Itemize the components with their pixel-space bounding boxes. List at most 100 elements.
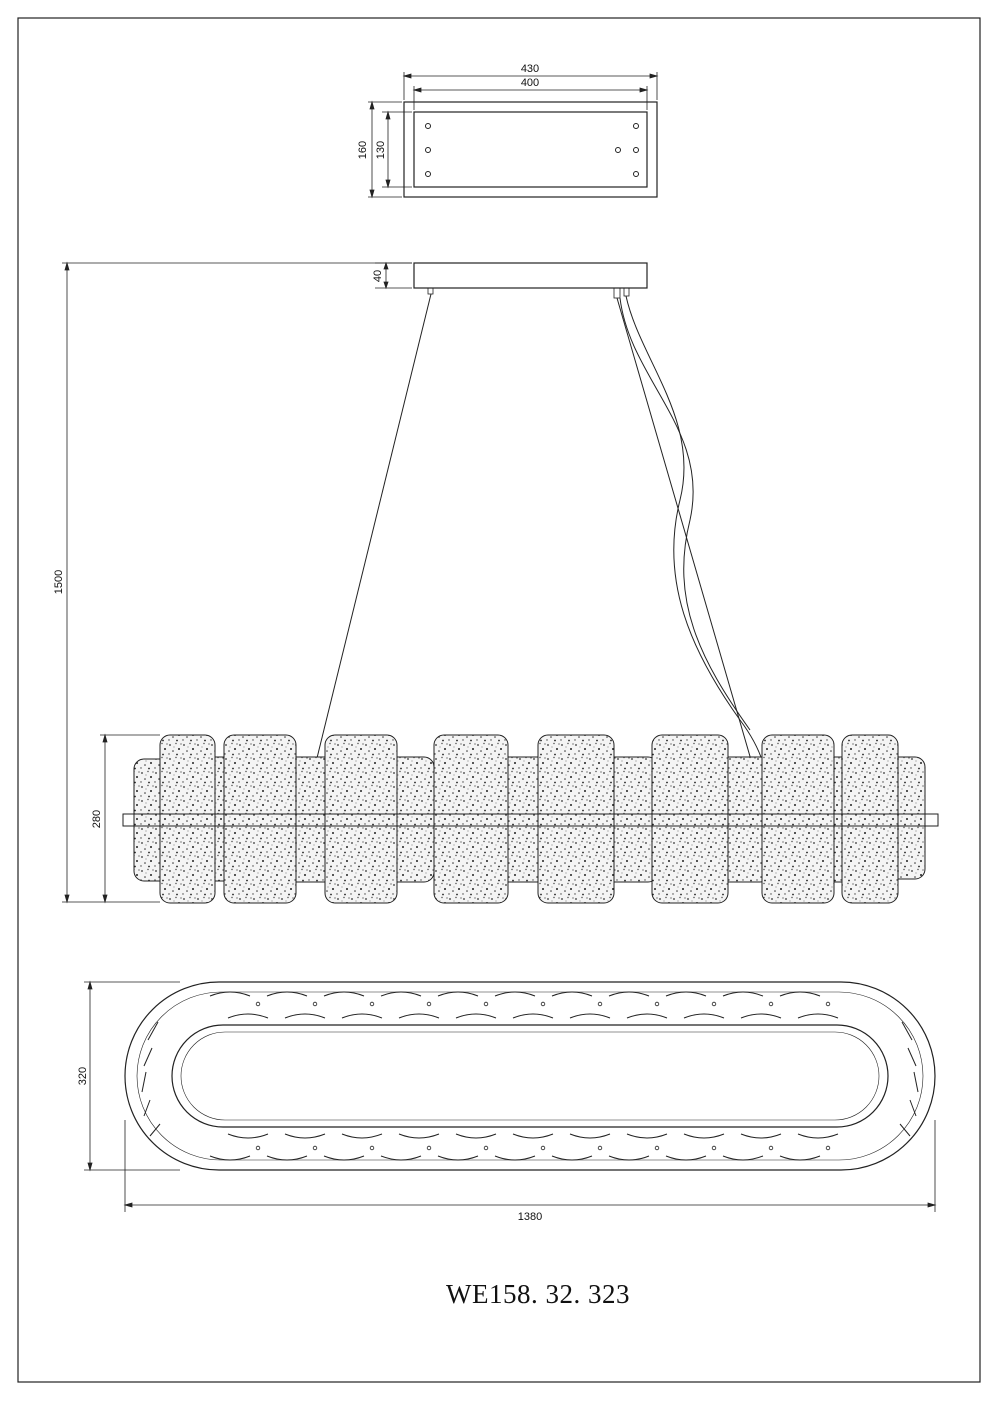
slot-dot-top-8: [654, 1001, 660, 1007]
slot-bottom-inner-6: [512, 1133, 554, 1139]
slot-end-right-3: [913, 1071, 919, 1093]
slot-bottom-outer-9: [665, 1155, 707, 1161]
slot-dot-bottom-3: [369, 1145, 375, 1151]
slot-dot-bottom-7: [597, 1145, 603, 1151]
slot-top-outer-6: [494, 991, 536, 997]
slot-dot-top-6: [540, 1001, 546, 1007]
slot-end-right-5: [899, 1123, 911, 1137]
canopy-outer-outline: [403, 101, 658, 198]
slot-dot-top-5: [483, 1001, 489, 1007]
slot-bottom-inner-8: [626, 1133, 668, 1139]
suspension-cables: [302, 293, 768, 816]
ring-inner-outline: [171, 1024, 889, 1128]
slot-bottom-outer-8: [608, 1155, 650, 1161]
slot-top-outer-3: [323, 991, 365, 997]
slot-bottom-inner-2: [284, 1133, 326, 1139]
slot-dot-bottom-6: [540, 1145, 546, 1151]
crystal-panel-front-4: [433, 734, 509, 904]
model-number: WE158. 32. 323: [446, 1279, 630, 1309]
slot-dot-top-1: [255, 1001, 261, 1007]
canopy-inner-outline: [413, 111, 648, 188]
slot-top-outer-5: [437, 991, 479, 997]
dim-label-40: 40: [372, 270, 384, 282]
slot-dot-top-7: [597, 1001, 603, 1007]
slot-top-outer-11: [779, 991, 821, 997]
slot-top-outer-1: [209, 991, 251, 997]
dim-label-280: 280: [91, 810, 103, 828]
slot-top-outer-8: [608, 991, 650, 997]
slot-bottom-outer-11: [779, 1155, 821, 1161]
slot-dot-bottom-5: [483, 1145, 489, 1151]
slot-dot-top-10: [768, 1001, 774, 1007]
dim-label-160: 160: [357, 141, 369, 159]
slot-end-right-1: [901, 1021, 913, 1041]
slot-bottom-outer-3: [323, 1155, 365, 1161]
slot-dot-top-11: [825, 1001, 831, 1007]
dim-total-height: [62, 261, 412, 904]
slot-dot-top-3: [369, 1001, 375, 1007]
slot-top-inner-4: [398, 1013, 440, 1019]
slot-top-outer-7: [551, 991, 593, 997]
sheet-border: [17, 17, 981, 1383]
dim-label-400: 400: [521, 77, 539, 89]
canopy-mounting-holes: [425, 123, 639, 177]
slot-dot-top-4: [426, 1001, 432, 1007]
slot-top-outer-9: [665, 991, 707, 997]
dim-label-320: 320: [77, 1067, 89, 1085]
slot-bottom-inner-5: [455, 1133, 497, 1139]
slot-top-inner-10: [740, 1013, 782, 1019]
slot-dot-bottom-8: [654, 1145, 660, 1151]
crystal-panel-front-5: [537, 734, 615, 904]
slot-end-right-4: [909, 1099, 917, 1117]
ring-inner-inner-edge: [180, 1031, 880, 1121]
crystal-panel-front-8: [841, 734, 899, 904]
dim-canopy-inner-depth: [382, 110, 412, 189]
slot-bottom-outer-5: [437, 1155, 479, 1161]
ring-slots: [141, 991, 919, 1161]
canopy-side-view: [413, 262, 648, 299]
slot-top-inner-1: [227, 1013, 269, 1019]
slot-top-inner-11: [797, 1013, 839, 1019]
slot-top-outer-10: [722, 991, 764, 997]
slot-bottom-outer-10: [722, 1155, 764, 1161]
dim-body-height: [100, 733, 160, 904]
slot-dot-bottom-11: [825, 1145, 831, 1151]
body-bottom-view: [124, 981, 936, 1171]
crystal-panel-front-2: [223, 734, 297, 904]
slot-bottom-inner-9: [683, 1133, 725, 1139]
slot-top-inner-2: [284, 1013, 326, 1019]
dim-label-430: 430: [521, 63, 539, 75]
slot-bottom-inner-1: [227, 1133, 269, 1139]
slot-top-inner-9: [683, 1013, 725, 1019]
dim-label-130: 130: [375, 141, 387, 159]
slot-end-left-2: [143, 1047, 153, 1067]
dim-canopy-outer-depth: [368, 100, 402, 199]
slot-top-inner-3: [341, 1013, 383, 1019]
slot-top-outer-4: [380, 991, 422, 997]
ring-outer-outline: [124, 981, 936, 1171]
mounting-bar: [122, 813, 939, 827]
ring-outer-inner-edge: [136, 991, 924, 1161]
dim-canopy-outer-width: [402, 72, 659, 100]
slot-end-left-3: [141, 1071, 147, 1093]
slot-dot-bottom-4: [426, 1145, 432, 1151]
slot-bottom-inner-3: [341, 1133, 383, 1139]
slot-end-left-1: [147, 1021, 159, 1041]
slot-bottom-outer-1: [209, 1155, 251, 1161]
slot-dot-bottom-9: [711, 1145, 717, 1151]
slot-bottom-outer-6: [494, 1155, 536, 1161]
slot-end-left-4: [143, 1099, 151, 1117]
dim-body-length: [123, 1120, 937, 1212]
slot-dot-bottom-1: [255, 1145, 261, 1151]
slot-bottom-inner-10: [740, 1133, 782, 1139]
slot-top-inner-8: [626, 1013, 668, 1019]
slot-top-inner-5: [455, 1013, 497, 1019]
slot-bottom-inner-7: [569, 1133, 611, 1139]
crystal-panel-front-1: [159, 734, 216, 904]
slot-bottom-inner-11: [797, 1133, 839, 1139]
slot-dot-bottom-10: [768, 1145, 774, 1151]
dim-body-depth: [84, 980, 180, 1172]
canopy-top-view: [403, 101, 658, 198]
